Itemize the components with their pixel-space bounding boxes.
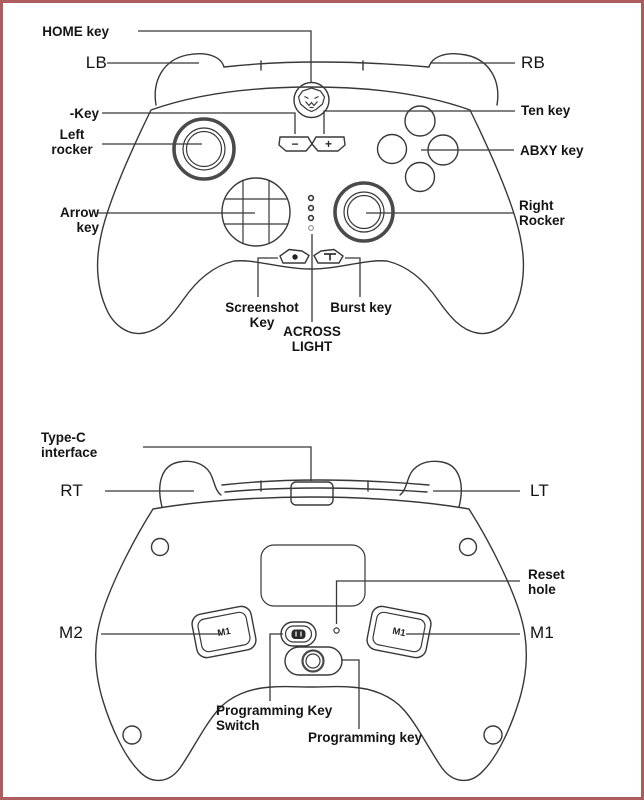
front-view-art: − +: [98, 31, 524, 333]
right-paddle-m1: M1: [365, 605, 432, 660]
label-burst-key: Burst key: [330, 300, 392, 315]
label-programming-key-switch: Programming Key Switch: [216, 703, 333, 734]
programming-key-switch: [281, 622, 316, 646]
label-type-c-interface: Type-C interface: [41, 430, 98, 461]
label-abxy-key: ABXY key: [520, 143, 584, 158]
left-bumper-hump: [155, 54, 224, 105]
label-screenshot-key: Screenshot Key: [225, 300, 299, 331]
back-plate-upper: [222, 480, 429, 485]
label-rb: RB: [521, 53, 546, 72]
screenshot-button: [280, 250, 309, 264]
programming-key-button: [285, 647, 342, 675]
minus-button: −: [279, 137, 312, 151]
led-strip: [309, 196, 314, 231]
right-bumper-hump: [429, 54, 498, 105]
left-paddle-engraving: M1: [217, 626, 233, 639]
button-a: [406, 163, 435, 192]
label-ten-key: Ten key: [521, 103, 571, 118]
controller-diagram-art: − +: [3, 3, 644, 800]
front-leader-lines: [98, 31, 515, 322]
slide-switch-icon: [291, 629, 306, 639]
plus-icon: +: [325, 137, 332, 151]
home-button: [294, 83, 329, 118]
left-stick: [174, 119, 234, 179]
label-programming-key: Programming key: [308, 730, 423, 745]
front-body-outline: [98, 87, 524, 333]
rt-trigger-hump: [160, 461, 221, 507]
label-across-light: ACROSS LIGHT: [283, 324, 341, 355]
label-m2: M2: [58, 623, 83, 642]
type-c-port: [291, 482, 333, 505]
label-arrow-key: Arrow key: [59, 205, 99, 236]
left-paddle-m2: M1: [190, 605, 257, 660]
label-rt: RT: [60, 481, 83, 500]
front-bumpers: [155, 54, 498, 105]
button-x: [378, 135, 407, 164]
minus-icon: −: [291, 137, 298, 151]
label-lt: LT: [530, 481, 549, 500]
back-body-outline: [96, 497, 526, 780]
label-left-rocker: Left rocker: [51, 127, 93, 158]
back-leader-lines: [101, 447, 520, 729]
label-reset-hole: Reset hole: [528, 567, 565, 598]
plus-button: +: [312, 137, 345, 151]
screw-holes: [123, 539, 502, 745]
turbo-icon: [324, 254, 336, 261]
label-minus-key: -Key: [69, 106, 99, 121]
dpad: [217, 173, 295, 251]
back-plate-lower: [225, 488, 427, 492]
screenshot-dot-icon: [292, 254, 298, 260]
abxy-buttons: [378, 106, 459, 192]
burst-button: [314, 250, 343, 264]
reset-hole-dot: [334, 628, 339, 633]
top-plate: [224, 62, 429, 67]
label-home-key: HOME key: [42, 24, 109, 39]
label-lb: LB: [85, 53, 107, 72]
right-paddle-engraving: M1: [391, 626, 407, 639]
back-triggers: [160, 461, 462, 507]
lt-trigger-hump: [400, 461, 461, 507]
label-plate: [261, 545, 365, 606]
back-view-art: M1 M1: [96, 447, 526, 780]
lion-logo-icon: [299, 88, 325, 112]
button-y: [405, 106, 435, 136]
right-stick: [335, 183, 393, 241]
label-m1: M1: [530, 623, 555, 642]
label-right-rocker: Right Rocker: [519, 198, 565, 229]
button-b: [428, 135, 458, 165]
